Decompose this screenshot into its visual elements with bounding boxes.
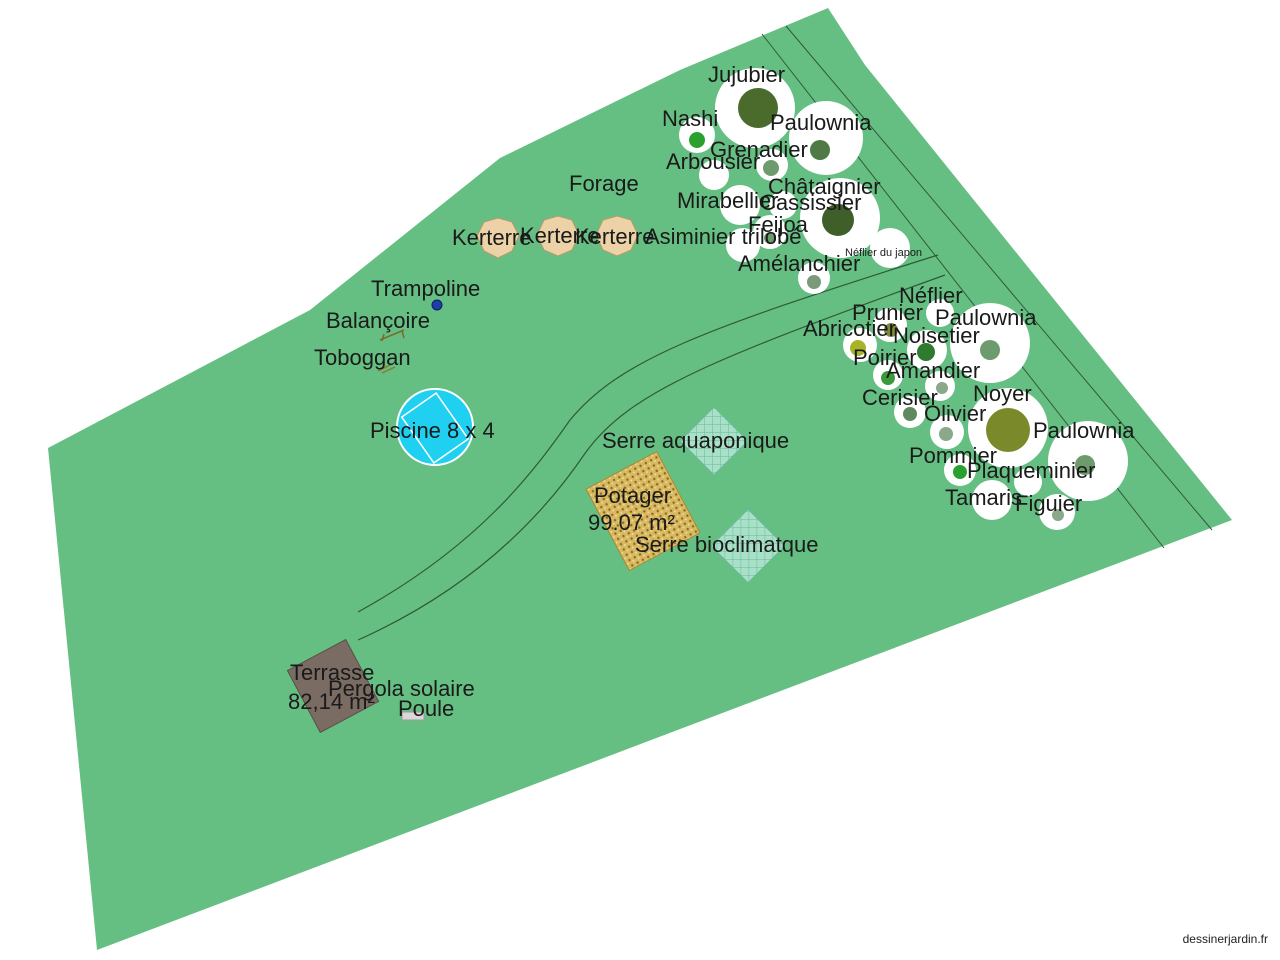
label-chataignier: Châtaignier	[768, 174, 881, 199]
foliage-cerisier	[903, 407, 917, 421]
foliage-noyer	[986, 408, 1030, 452]
foliage-noisetier	[917, 343, 935, 361]
foliage-pommier	[953, 465, 967, 479]
tree-cassissier[interactable]	[769, 191, 797, 219]
label-kerterre-3: Kerterre	[575, 224, 654, 249]
tree-neflier[interactable]	[926, 299, 954, 327]
pool[interactable]	[396, 388, 474, 466]
kerterre-3[interactable]	[595, 215, 639, 257]
label-abricotier: Abricotier	[803, 316, 896, 341]
label-tamaris: Tamaris	[945, 485, 1022, 510]
tree-neflier-japon[interactable]	[870, 228, 910, 268]
label-poirier: Poirier	[853, 345, 917, 370]
foliage-abricotier	[850, 340, 866, 356]
label-forage: Forage	[569, 171, 639, 196]
trampoline-icon[interactable]	[431, 299, 443, 311]
foliage-paulownia-2	[980, 340, 1000, 360]
foliage-amandier	[936, 382, 948, 394]
foliage-paulownia-3	[1075, 455, 1095, 475]
kerterre-group	[476, 215, 639, 259]
label-pergola: Pergola solaire	[328, 676, 475, 701]
label-poule: Poule	[398, 696, 454, 721]
kerterre-2[interactable]	[536, 215, 580, 257]
label-paulownia-2: Paulownia	[935, 305, 1037, 330]
label-kerterre-1: Kerterre	[452, 225, 531, 250]
label-pommier: Pommier	[909, 443, 997, 468]
label-terrasse: Terrasse	[290, 660, 374, 685]
label-cassissier: Cassissier	[760, 190, 861, 215]
label-asiminier: Asiminier trilobé	[645, 224, 802, 249]
label-paulownia-1: Paulownia	[770, 110, 872, 135]
foliage-amelanchier	[807, 275, 821, 289]
vegetable-garden[interactable]	[585, 450, 701, 572]
tree-foliage	[689, 88, 1095, 521]
label-terrasse-area: 82,14 m²	[288, 689, 375, 714]
label-cerisier: Cerisier	[862, 385, 938, 410]
label-serre-bioclimatique: Serre bioclimatque	[635, 532, 818, 557]
label-arbousier: Arbousier	[666, 149, 760, 174]
tree-asiminier[interactable]	[726, 228, 760, 262]
label-grenadier: Grenadier	[710, 137, 808, 162]
label-kerterre-2: Kerterre	[520, 223, 599, 248]
label-neflier: Néflier	[899, 283, 963, 308]
swing-icon[interactable]	[379, 329, 405, 342]
terrace[interactable]	[286, 638, 380, 734]
label-nashi: Nashi	[662, 106, 718, 131]
chicken-coop[interactable]	[401, 711, 425, 721]
label-potager-area: 99.07 m²	[588, 510, 675, 535]
tree-arbousier[interactable]	[699, 160, 729, 190]
label-toboggan: Toboggan	[314, 345, 411, 370]
label-noisetier: Noisetier	[893, 323, 980, 348]
label-jujubier: Jujubier	[708, 62, 785, 87]
tree-paulownia-1[interactable]	[789, 101, 863, 175]
label-potager: Potager	[594, 483, 671, 508]
foliage-olivier	[939, 427, 953, 441]
label-feijoa: Feijoa	[748, 212, 809, 237]
slide-icon[interactable]	[377, 363, 396, 374]
label-balancoire: Balançoire	[326, 308, 430, 333]
kerterre-1[interactable]	[476, 217, 520, 259]
foliage-grenadier	[763, 160, 779, 176]
label-amandier: Amandier	[886, 358, 980, 383]
label-paulownia-3: Paulownia	[1033, 418, 1135, 443]
label-figuier: Figuier	[1015, 491, 1082, 516]
label-serre-aquaponique: Serre aquaponique	[602, 428, 789, 453]
site-credit[interactable]: dessinerjardin.fr	[1182, 932, 1268, 946]
label-mirabellier: Mirabellier	[677, 188, 778, 213]
greenhouse-aquaponic[interactable]	[679, 406, 749, 476]
foliage-chataignier	[822, 204, 854, 236]
driveway-path	[357, 254, 946, 641]
tree-mirabellier[interactable]	[720, 185, 760, 225]
label-piscine: Piscine 8 x 4	[370, 418, 495, 443]
label-neflier-japon: Néflier du japon	[845, 247, 922, 259]
foliage-paulownia-1	[810, 140, 830, 160]
greenhouse-bioclimatic[interactable]	[710, 508, 786, 584]
label-olivier: Olivier	[924, 401, 986, 426]
pool-outline	[400, 391, 470, 465]
foliage-nashi	[689, 132, 705, 148]
label-trampoline: Trampoline	[371, 276, 480, 301]
foliage-poirier	[881, 371, 895, 385]
label-prunier: Prunier	[852, 300, 923, 325]
foliage-jujubier	[738, 88, 778, 128]
plan-labels: Jujubier Nashi Paulownia Grenadier Arbou…	[288, 62, 1135, 721]
foliage-feijoa	[764, 232, 776, 244]
label-noyer: Noyer	[973, 381, 1032, 406]
label-plaqueminier: Plaqueminier	[967, 458, 1095, 483]
foliage-figuier	[1052, 509, 1064, 521]
foliage-prunier	[884, 323, 898, 337]
label-amelanchier: Amélanchier	[738, 251, 860, 276]
tree-plaqueminier[interactable]	[1014, 468, 1042, 496]
tree-tamaris[interactable]	[972, 480, 1012, 520]
